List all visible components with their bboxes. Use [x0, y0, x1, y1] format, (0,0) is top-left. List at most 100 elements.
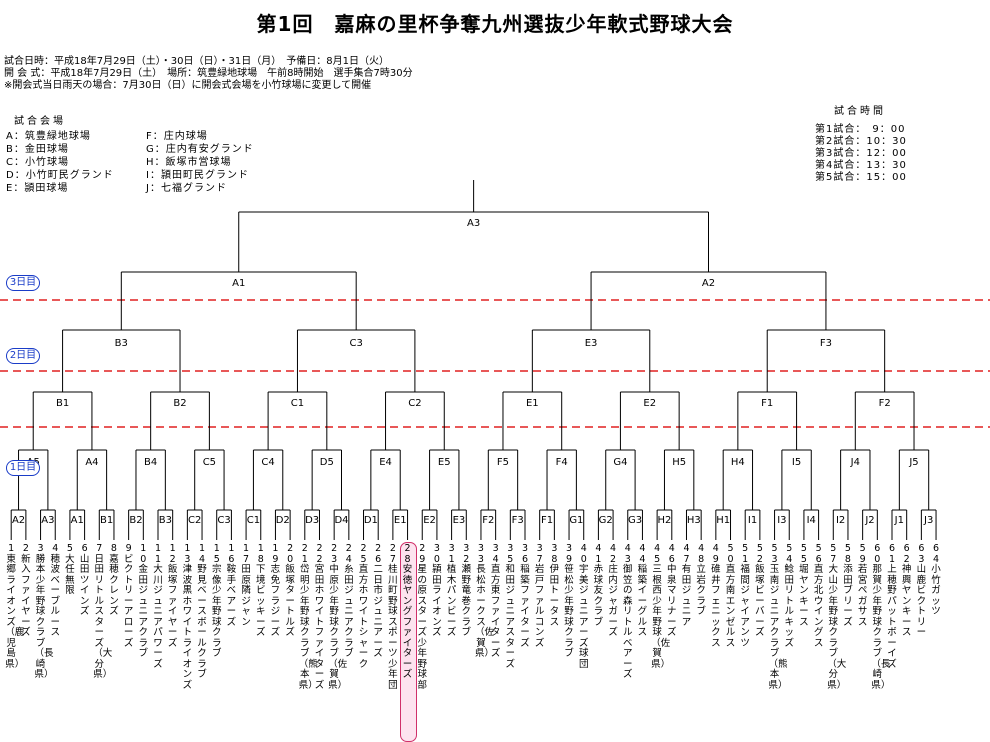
team-name: 中原少年野球クラブ（佐賀県）	[328, 564, 348, 691]
match-label-r32: J5	[908, 457, 918, 468]
match-label-quarter: C3	[350, 338, 363, 349]
team-number: 47	[683, 543, 690, 565]
team-name: 那賀少年野球クラブ（長崎県）	[871, 564, 891, 691]
match-label-r64: B2	[129, 515, 142, 526]
team-number: 51	[742, 543, 749, 565]
match-label-r64: I2	[836, 515, 845, 526]
team-name: 鞍手ベアーズ	[226, 564, 237, 628]
match-label-r64: E1	[394, 515, 407, 526]
team-number: 46	[668, 543, 675, 565]
match-label-r16: C1	[291, 398, 304, 409]
team-number: 5	[66, 543, 73, 554]
team-number: 23	[331, 543, 338, 565]
day-badge-1: 1日目	[6, 460, 40, 476]
team-number: 21	[301, 543, 308, 565]
team-name: 岩戸ファルコンズ	[534, 564, 545, 649]
page-title: 第1回 嘉麻の里杯争奪九州選抜少年軟式野球大会	[256, 12, 734, 36]
team-number: 34	[492, 543, 499, 565]
team-number: 59	[859, 543, 866, 565]
match-label-r64: B1	[100, 515, 113, 526]
team-number: 57	[830, 543, 837, 565]
match-label-r64: A2	[12, 515, 25, 526]
team-number: 56	[815, 543, 822, 565]
team-name: 若宮ペガサス	[857, 564, 868, 628]
match-label-r64: I1	[748, 515, 757, 526]
venue-item: B：金田球場	[6, 144, 69, 155]
team-number: 52	[756, 543, 763, 565]
time-row: 第3試合：12：00	[815, 148, 907, 159]
match-label-r16: F1	[761, 398, 773, 409]
venue-item: J：七福グランド	[146, 183, 227, 194]
team-number: 10	[140, 543, 147, 565]
team-number: 27	[389, 543, 396, 565]
team-number: 62	[903, 543, 910, 565]
schedule-dates: 試合日時：平成18年7月29日（土）・30日（日）・31日（月） 予備日：8月1…	[4, 56, 389, 67]
team-number: 50	[727, 543, 734, 565]
team-number: 2	[22, 543, 29, 554]
team-name: 立岩クラブ	[696, 564, 706, 617]
team-name: 星の原スターズ少年野球部	[417, 564, 427, 691]
venue-item: I：頴田町民グランド	[146, 170, 249, 181]
venue-item: E：頴田球場	[6, 183, 69, 194]
team-name: 大任無限	[65, 553, 75, 596]
team-number: 54	[786, 543, 793, 565]
venue-item: C：小竹球場	[6, 157, 69, 168]
match-label-quarter: E3	[585, 338, 598, 349]
team-number: 42	[610, 543, 617, 565]
match-label-r32: I5	[792, 457, 801, 468]
team-name: ビクトリーアローズ	[123, 553, 134, 649]
team-name: 嘉穂クレンズ	[109, 553, 119, 617]
team-number: 33	[477, 543, 484, 565]
team-name: 津波黒ホワイトライオンズ	[182, 564, 193, 691]
team-number: 38	[551, 543, 558, 565]
team-number: 37	[536, 543, 543, 565]
team-name: 大川ジュニアパワーズ	[153, 564, 163, 670]
team-name: 長松ホークス（佐賀県）	[474, 564, 494, 659]
match-label-r64: H2	[658, 515, 672, 526]
team-number: 40	[580, 543, 587, 565]
team-number: 6	[81, 543, 88, 554]
venue-heading: 試合会場	[14, 116, 66, 127]
team-name: 稲築イーグルス	[637, 564, 648, 638]
team-number: 12	[169, 543, 176, 565]
team-name: 鯰田リトルキッズ	[784, 564, 794, 649]
team-number: 28	[404, 543, 411, 565]
match-label-r64: I4	[807, 515, 816, 526]
match-label-r64: B3	[159, 515, 172, 526]
team-number: 43	[624, 543, 631, 565]
team-name: 直方ホワイトシャーク	[358, 564, 369, 670]
times-heading: 試合時間	[834, 106, 886, 117]
match-label-r64: E2	[423, 515, 436, 526]
team-number: 25	[360, 543, 367, 565]
team-number: 63	[918, 543, 925, 565]
team-name: 野見ベースボールクラブ	[197, 564, 207, 680]
team-number: 16	[228, 543, 235, 565]
team-number: 11	[154, 543, 162, 565]
team-number: 15	[213, 543, 220, 565]
team-name: 宮田ホワイトファイターズ	[314, 564, 325, 691]
match-label-r64: C1	[247, 515, 260, 526]
team-number: 61	[888, 543, 896, 565]
team-number: 22	[316, 543, 323, 565]
team-number: 60	[874, 543, 881, 565]
team-number: 9	[125, 543, 132, 554]
team-name: 直方北ウイングス	[813, 564, 824, 649]
venue-item: A：筑豊緑地球場	[6, 131, 91, 142]
